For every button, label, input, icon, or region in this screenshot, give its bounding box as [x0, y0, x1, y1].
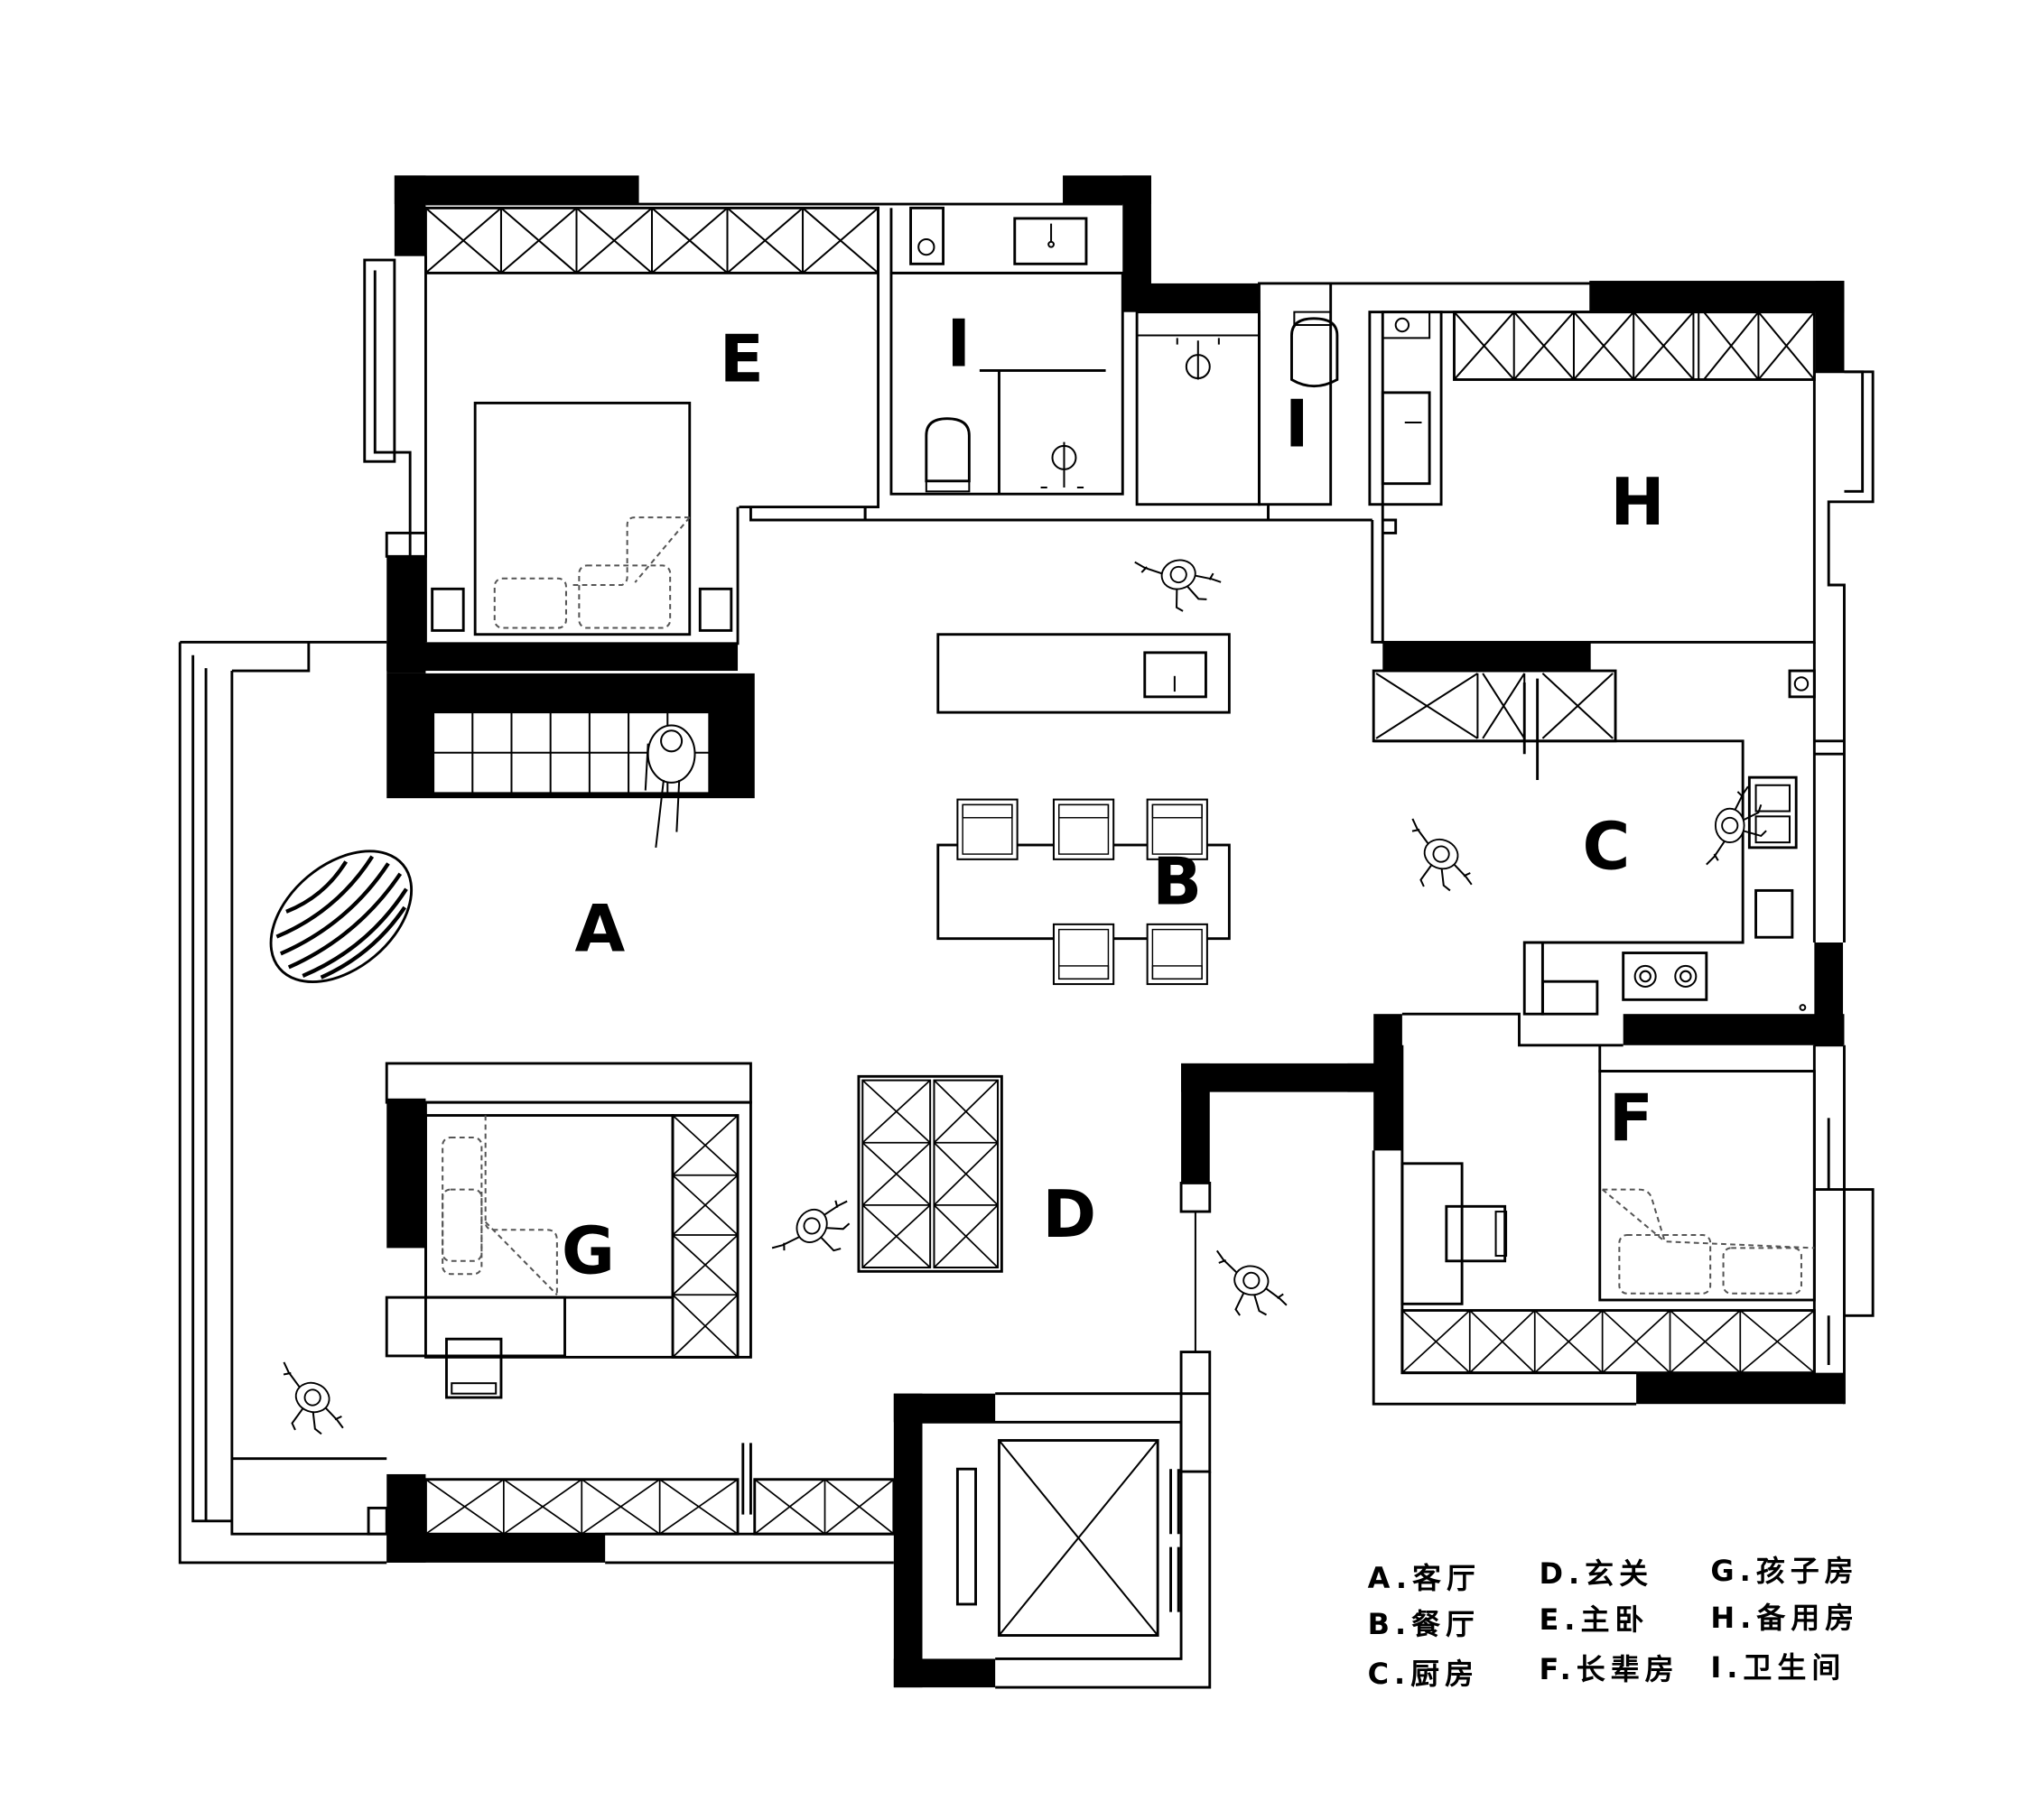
svg-text:B.餐厅: B.餐厅 [1368, 1607, 1480, 1641]
svg-text:H.备用房: H.备用房 [1710, 1601, 1859, 1635]
svg-text:F.长辈房: F.长辈房 [1539, 1652, 1679, 1686]
room-label-e: E [720, 321, 764, 397]
furniture [262, 206, 1816, 1637]
legend-item-f: F.长辈房 [1539, 1652, 1679, 1686]
wall-outlines [178, 202, 1875, 1689]
svg-text:D.玄关: D.玄关 [1539, 1556, 1653, 1591]
legend-item-b: B.餐厅 [1368, 1607, 1480, 1641]
room-label-i-left: I [946, 305, 971, 381]
room-label-c: C [1583, 809, 1631, 885]
legend-item-e: E.主卧 [1539, 1602, 1649, 1637]
room-label-a: A [575, 890, 626, 966]
legend-item-c: C.厨房 [1368, 1657, 1480, 1691]
legend-item-h: H.备用房 [1710, 1601, 1859, 1635]
legend-item-a: A.客厅 [1368, 1561, 1481, 1595]
room-label-g: G [562, 1213, 615, 1289]
legend-item-i: I.卫生间 [1710, 1650, 1846, 1685]
legend-item-g: G.孩子房 [1710, 1554, 1858, 1588]
legend-item-d: D.玄关 [1539, 1556, 1653, 1591]
room-label-d: D [1042, 1176, 1096, 1252]
svg-text:A.客厅: A.客厅 [1368, 1561, 1481, 1595]
walls [386, 175, 1845, 1688]
legend: A.客厅 D.玄关 G.孩子房 B.餐厅 E.主卧 H.备用房 C.厨房 F.长… [1368, 1554, 1859, 1691]
room-labels: A B C D E F G H I I [562, 305, 1665, 1288]
svg-text:C.厨房: C.厨房 [1368, 1657, 1480, 1691]
room-label-b: B [1152, 844, 1202, 920]
room-label-i-right: I [1285, 386, 1309, 462]
svg-text:I.卫生间: I.卫生间 [1710, 1650, 1846, 1685]
svg-text:G.孩子房: G.孩子房 [1710, 1554, 1858, 1588]
room-label-f: F [1609, 1081, 1653, 1156]
room-label-h: H [1610, 464, 1664, 540]
lounge-chair [269, 850, 414, 984]
svg-text:E.主卧: E.主卧 [1539, 1602, 1649, 1637]
